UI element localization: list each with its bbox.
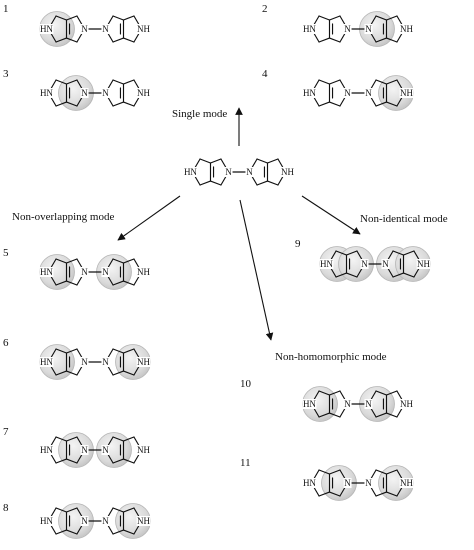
structure-2: HN N N NH: [302, 11, 414, 47]
atom-nh-right: NH: [417, 259, 430, 269]
structure-number-10: 10: [240, 378, 252, 390]
atom-nh-right: NH: [137, 357, 150, 367]
label-single-mode: Single mode: [172, 108, 227, 120]
atom-n-left: N: [81, 24, 88, 34]
structure-8: HN N N NH: [39, 503, 151, 539]
structure-number-7: 7: [3, 426, 9, 438]
atom-hn-left: HN: [303, 24, 316, 34]
atom-nh-right: NH: [137, 88, 150, 98]
atom-n-right: N: [365, 399, 372, 409]
structure-4: HN N N NH: [302, 75, 414, 111]
atom-n-right: N: [102, 357, 109, 367]
atom-hn-left: HN: [40, 516, 53, 526]
atom-n-left: N: [344, 88, 351, 98]
atom-n-right: N: [365, 478, 372, 488]
atom-hn-left: HN: [40, 88, 53, 98]
atom-hn-left: HN: [320, 259, 333, 269]
structure-number-2: 2: [262, 3, 268, 15]
atom-nh-right: NH: [137, 445, 150, 455]
atom-n-right: N: [246, 167, 253, 177]
structure-number-3: 3: [3, 68, 9, 80]
atom-n-right: N: [102, 88, 109, 98]
atom-nh-right: NH: [400, 24, 413, 34]
structure-number-8: 8: [3, 502, 9, 514]
structure-3: HN N N NH: [39, 75, 151, 111]
atom-n-right: N: [365, 24, 372, 34]
structure-5: HN N N NH: [39, 254, 151, 290]
label-non-homomorphic-mode: Non-homomorphic mode: [275, 351, 387, 363]
atom-nh-right: NH: [400, 478, 413, 488]
atom-hn-left: HN: [40, 267, 53, 277]
arrow-non-overlapping: [117, 195, 181, 241]
atom-n-left: N: [361, 259, 368, 269]
molecules: HN N N NH HN N N NH HN N N NH HN N N NH HN N N NH HN N N NH HN N N…: [39, 11, 431, 539]
atom-hn-left: HN: [303, 478, 316, 488]
atom-n-left: N: [225, 167, 232, 177]
atom-n-right: N: [382, 259, 389, 269]
atom-n-right: N: [102, 24, 109, 34]
atom-n-right: N: [365, 88, 372, 98]
structure-number-4: 4: [262, 68, 268, 80]
structure-number-1: 1: [3, 3, 9, 15]
atom-n-right: N: [102, 267, 109, 277]
atom-hn-left: HN: [40, 445, 53, 455]
atom-nh-right: NH: [137, 516, 150, 526]
mode-arrows: [117, 107, 361, 341]
atom-n-left: N: [344, 399, 351, 409]
atom-hn-left: HN: [303, 88, 316, 98]
atom-hn-left: HN: [40, 357, 53, 367]
atom-n-left: N: [81, 357, 88, 367]
atom-nh-right: NH: [137, 24, 150, 34]
atom-nh-right: NH: [400, 88, 413, 98]
atom-nh-right: NH: [137, 267, 150, 277]
atom-hn-left: HN: [184, 167, 197, 177]
atom-nh-right: NH: [400, 399, 413, 409]
structure-number-5: 5: [3, 247, 9, 259]
structure-1: HN N N NH: [39, 11, 151, 47]
atom-n-left: N: [81, 88, 88, 98]
structure-10: HN N N NH: [302, 386, 414, 422]
atom-n-left: N: [344, 24, 351, 34]
structure-7: HN N N NH: [39, 432, 151, 468]
atom-hn-left: HN: [303, 399, 316, 409]
label-non-overlapping-mode: Non-overlapping mode: [12, 211, 114, 223]
atom-nh-right: NH: [281, 167, 294, 177]
label-non-identical-mode: Non-identical mode: [360, 213, 448, 225]
structure-9: HN N N NH: [319, 246, 431, 282]
arrow-non-identical: [301, 195, 361, 235]
atom-n-right: N: [102, 445, 109, 455]
atom-hn-left: HN: [40, 24, 53, 34]
atom-n-left: N: [344, 478, 351, 488]
central-molecule: HN N N NH: [183, 158, 295, 186]
structure-11: HN N N NH: [302, 465, 414, 501]
atom-n-left: N: [81, 445, 88, 455]
structure-6: HN N N NH: [39, 344, 151, 380]
structure-number-6: 6: [3, 337, 9, 349]
arrow-non-homomorphic: [239, 199, 274, 341]
atom-n-left: N: [81, 516, 88, 526]
atom-n-left: N: [81, 267, 88, 277]
structure-number-9: 9: [295, 238, 301, 250]
structure-number-11: 11: [240, 457, 251, 469]
atom-n-right: N: [102, 516, 109, 526]
